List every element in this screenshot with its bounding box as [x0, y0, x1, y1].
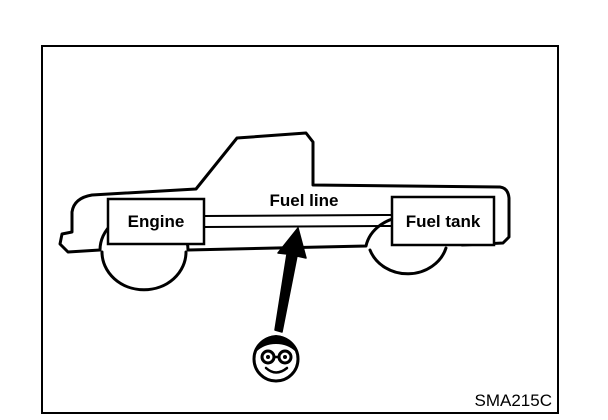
- engine-box: Engine: [106, 197, 206, 246]
- figure-code: SMA215C: [475, 391, 552, 410]
- engine-box-frame: [106, 197, 206, 246]
- engine-label: Engine: [128, 212, 185, 231]
- fuel-tank-box: Fuel tank: [390, 195, 496, 247]
- mechanic-face-icon: [252, 335, 300, 383]
- fuel-tank-label: Fuel tank: [406, 212, 481, 231]
- fuel-line: [203, 214, 393, 228]
- figure-frame: [41, 45, 559, 414]
- fuel-line-label: Fuel line: [270, 191, 339, 210]
- fuel-tank-box-frame: [390, 195, 496, 247]
- arrow-up-icon: [274, 227, 307, 333]
